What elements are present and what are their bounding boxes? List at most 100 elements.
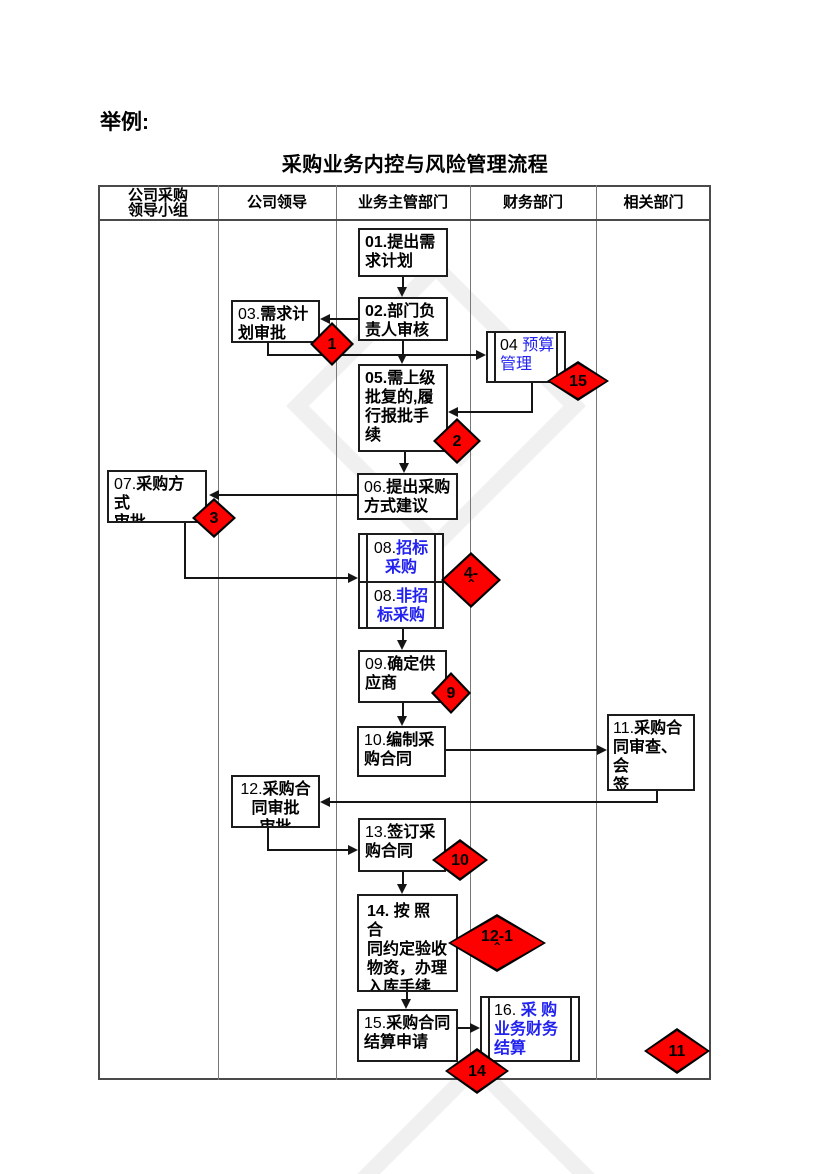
arrow-into-05-right bbox=[448, 407, 458, 417]
arrow-into-15 bbox=[401, 999, 411, 1009]
process-number: 08. bbox=[373, 540, 397, 557]
risk-number: 4- ˆ bbox=[463, 565, 479, 595]
process-label: 签订采 购合同 bbox=[365, 824, 436, 860]
connector-11-12 bbox=[330, 801, 658, 803]
process-number: 13. bbox=[365, 824, 388, 841]
process-label: 提出需 求计划 bbox=[365, 234, 436, 270]
subprocess-box-08: 08.招标 采购 08.非招 标采购 bbox=[358, 533, 444, 629]
process-label: 需上级 批复的,履 行报批手 续 bbox=[365, 370, 436, 444]
connector-02-05 bbox=[402, 341, 404, 356]
arrow-into-12 bbox=[320, 797, 330, 807]
risk-number: 11 bbox=[668, 1042, 686, 1060]
arrow-into-07 bbox=[209, 490, 219, 500]
process-label: 预算 管理 bbox=[500, 337, 555, 373]
risk-diamond-12-1: 12-1 ˆ bbox=[448, 914, 546, 972]
process-box-01: 01.提出需 求计划 bbox=[358, 228, 448, 277]
subprocess-box-16: 16. 采 购 业务财务 结算 bbox=[480, 996, 580, 1062]
arrow-into-13 bbox=[348, 845, 358, 855]
connector-04-05 bbox=[456, 411, 533, 413]
swimlane-table bbox=[98, 185, 711, 1080]
process-box-10: 10.编制采 购合同 bbox=[357, 726, 446, 777]
process-box-05: 05.需上级 批复的,履 行报批手 续 bbox=[358, 364, 448, 452]
process-box-03: 03.需求计 划审批 bbox=[231, 300, 320, 343]
connector-09-10 bbox=[402, 703, 404, 718]
risk-number: 3 bbox=[209, 509, 219, 527]
process-label: 采购合 同审查、会 签 bbox=[613, 720, 683, 791]
process-label: 采购合 同审批 审批 bbox=[251, 781, 311, 828]
risk-diamond-10: 10 bbox=[432, 839, 488, 881]
process-label: 招标 采购 bbox=[384, 540, 429, 576]
connector-05-06 bbox=[404, 452, 406, 465]
process-box-13: 13.签订采 购合同 bbox=[358, 818, 446, 872]
subprocess-rail bbox=[570, 998, 572, 1060]
column-divider bbox=[336, 185, 337, 1080]
subprocess-rail bbox=[488, 998, 490, 1060]
column-divider bbox=[470, 185, 471, 1080]
arrow-into-14 bbox=[397, 884, 407, 894]
process-box-02: 02.部门负 责人审核 bbox=[358, 297, 448, 341]
arrow-into-10 bbox=[397, 716, 407, 726]
process-number: 01. bbox=[365, 234, 388, 251]
lane-header-finance-dept: 财务部门 bbox=[502, 194, 563, 211]
connector-11-down bbox=[656, 791, 658, 803]
process-box-14: 14. 按 照 合 同约定验收 物资，办理 入库手续 bbox=[357, 894, 458, 992]
process-number: 10. bbox=[364, 732, 387, 749]
connector-15-16 bbox=[458, 1027, 472, 1029]
process-box-11: 11.采购合 同审查、会 签 bbox=[607, 714, 695, 791]
process-box-06: 06.提出采购 方式建议 bbox=[357, 473, 458, 520]
process-label: 编制采 购合同 bbox=[364, 732, 435, 768]
process-label: 采购合同 结算申请 bbox=[364, 1015, 451, 1051]
process-number: 07. bbox=[114, 476, 137, 493]
process-box-12: 12.采购合 同审批 审批 bbox=[231, 775, 320, 828]
subprocess-rail bbox=[556, 333, 558, 381]
process-number: 14. bbox=[367, 903, 390, 920]
example-label: 举例: bbox=[100, 111, 149, 134]
risk-number: 12-1 ˆ bbox=[480, 928, 514, 958]
page-title: 采购业务内控与风险管理流程 bbox=[281, 154, 549, 176]
process-label: 需求计 划审批 bbox=[238, 306, 309, 342]
process-number: 12. bbox=[240, 781, 263, 798]
process-number: 15. bbox=[364, 1015, 387, 1032]
column-divider bbox=[218, 185, 219, 1080]
connector-12-down bbox=[267, 828, 269, 851]
process-number: 04 bbox=[500, 337, 518, 354]
lane-header-company-leaders: 公司领导 bbox=[246, 194, 307, 211]
process-label: 部门负 责人审核 bbox=[365, 303, 436, 339]
process-box-08-bidding: 08.招标 采购 bbox=[360, 535, 442, 581]
connector-10-11 bbox=[446, 749, 599, 751]
arrow-into-08 bbox=[348, 573, 358, 583]
process-number: 02. bbox=[365, 303, 388, 320]
connector-07-down bbox=[184, 523, 186, 579]
process-number: 09. bbox=[365, 656, 388, 673]
risk-diamond-1: 1 bbox=[310, 322, 354, 366]
risk-number: 1 bbox=[327, 335, 337, 353]
process-label: 采 购 业务财务 结算 bbox=[494, 1002, 559, 1057]
risk-diamond-11: 11 bbox=[644, 1028, 710, 1074]
arrow-into-03 bbox=[320, 314, 330, 324]
risk-number: 14 bbox=[468, 1062, 486, 1080]
connector-06-07 bbox=[219, 494, 357, 496]
connector-04-down bbox=[531, 383, 533, 413]
process-number: 08. bbox=[373, 588, 397, 605]
process-box-15: 15.采购合同 结算申请 bbox=[357, 1009, 458, 1062]
arrow-into-05-top bbox=[397, 354, 407, 364]
process-number: 11. bbox=[613, 720, 635, 737]
risk-number: 15 bbox=[569, 372, 587, 390]
header-divider bbox=[98, 219, 711, 221]
connector-08-09 bbox=[402, 628, 404, 642]
arrow-into-04 bbox=[476, 350, 486, 360]
process-label: 提出采购 方式建议 bbox=[364, 479, 451, 515]
connector-07-08 bbox=[184, 577, 350, 579]
risk-number: 9 bbox=[446, 684, 456, 702]
connector-03-04 bbox=[267, 354, 478, 356]
connector-12-13 bbox=[267, 849, 350, 851]
connector-14-15 bbox=[406, 992, 408, 1001]
process-label: 非招 标采购 bbox=[376, 588, 429, 624]
process-number: 05. bbox=[365, 370, 388, 387]
connector-03-down bbox=[267, 343, 269, 356]
lane-header-related-dept: 相关部门 bbox=[623, 194, 684, 211]
process-label: 按 照 合 同约定验收 物资，办理 入库手续 bbox=[367, 903, 448, 992]
process-label: 采购方式 审批 bbox=[114, 476, 185, 523]
risk-diamond-9: 9 bbox=[431, 672, 471, 714]
